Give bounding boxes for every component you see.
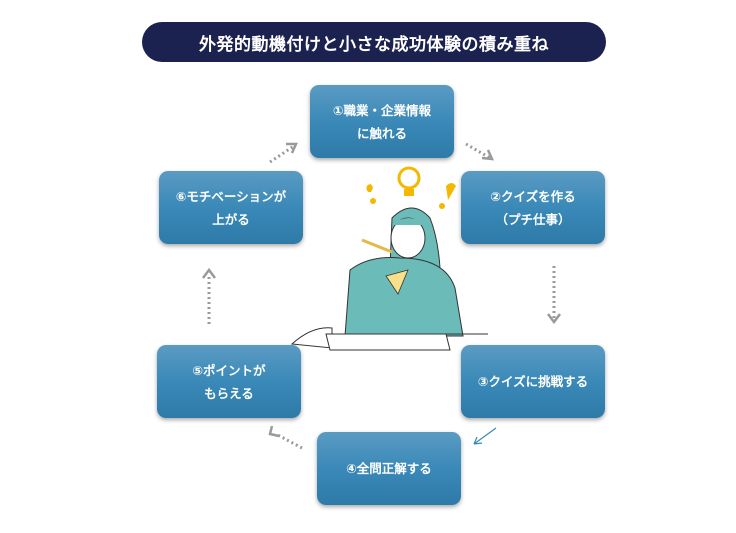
- step-2-line1: ②クイズを作る: [490, 188, 576, 204]
- student-illustration: [290, 166, 488, 351]
- step-1-line1: ①職業・企業情報: [332, 102, 432, 118]
- step-2-box: ②クイズを作る （プチ仕事）: [461, 171, 605, 244]
- step-2-line2: （プチ仕事）: [495, 211, 571, 227]
- arrow-1-2: [465, 142, 491, 160]
- step-6-line1: ⑥モチベーションが: [175, 188, 287, 204]
- step-5-line1: ⑤ポイントが: [192, 362, 266, 378]
- step-5-box: ⑤ポイントがもらえる: [157, 345, 301, 418]
- step-6-line2: 上がる: [212, 211, 250, 227]
- step-1-box: ①職業・企業情報に触れる: [310, 85, 454, 158]
- step-4-box: ④全問正解する: [317, 432, 461, 505]
- step-6-box: ⑥モチベーションが上がる: [159, 171, 303, 244]
- step-4-line1: ④全問正解する: [346, 461, 432, 476]
- step-3-line1: ③クイズに挑戦する: [477, 374, 589, 389]
- arrow-3-4: [473, 427, 497, 445]
- step-3-box: ③クイズに挑戦する: [461, 345, 605, 418]
- step-1-line2: に触れる: [356, 125, 407, 141]
- arrow-4-5: [275, 432, 303, 450]
- diagram-title: 外発的動機付けと小さな成功体験の積み重ね: [142, 22, 606, 62]
- arrow-6-1: [269, 144, 295, 164]
- step-5-line2: もらえる: [204, 385, 254, 401]
